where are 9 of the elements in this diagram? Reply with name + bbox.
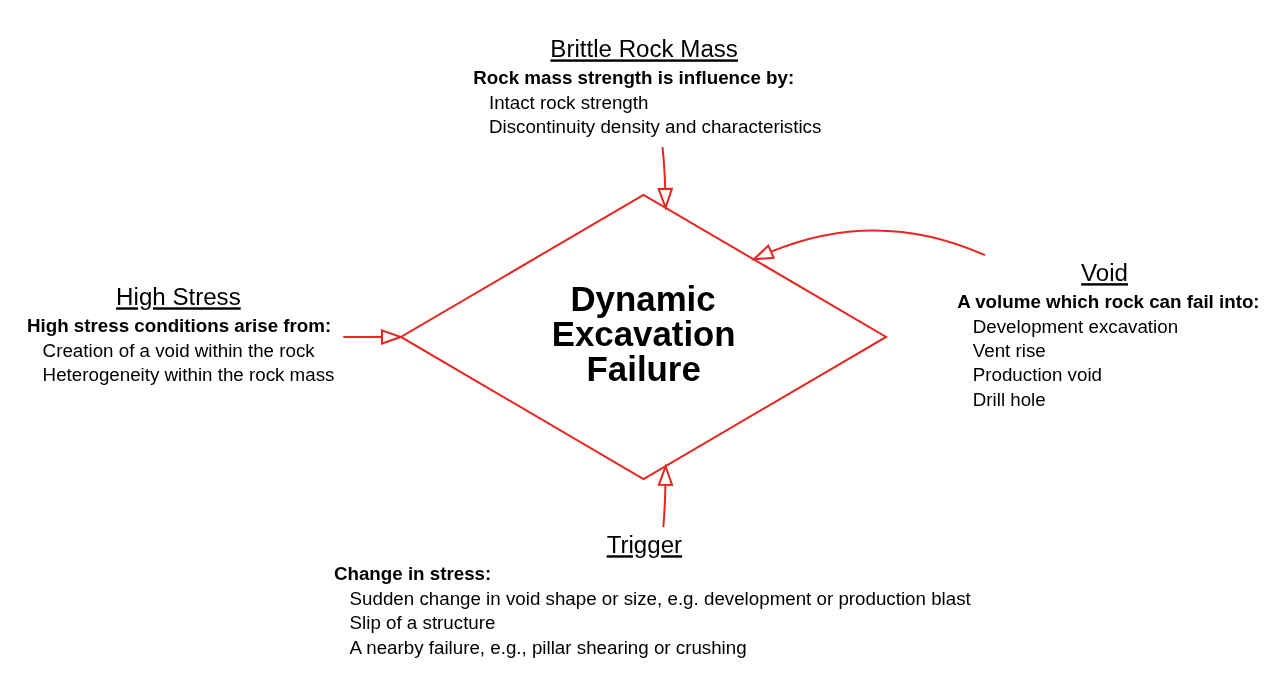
arrow	[657, 462, 674, 527]
node-diamond: Dynamic Excavation Failure	[398, 193, 889, 480]
arrow	[751, 228, 986, 261]
arrow	[343, 328, 404, 345]
node-text: Trigger Change in stress: Sudden change in void shape or size, e.g. development or production blast Slip of a structure A nearby failure, e.g., pillar shearing or crushing	[333, 530, 971, 657]
node-text: Void A volume which rock can fail into: Development excavation Vent rise Production void Drill hole	[957, 258, 1260, 410]
arrow	[657, 146, 674, 211]
node-text: Brittle Rock Mass Rock mass strength is influence by: Intact rock strength Discontinuity density and characteristics	[473, 34, 822, 137]
node-text: High Stress High stress conditions arise from: Creation of a void within the rock Heterogeneity within the rock mass	[27, 282, 335, 385]
